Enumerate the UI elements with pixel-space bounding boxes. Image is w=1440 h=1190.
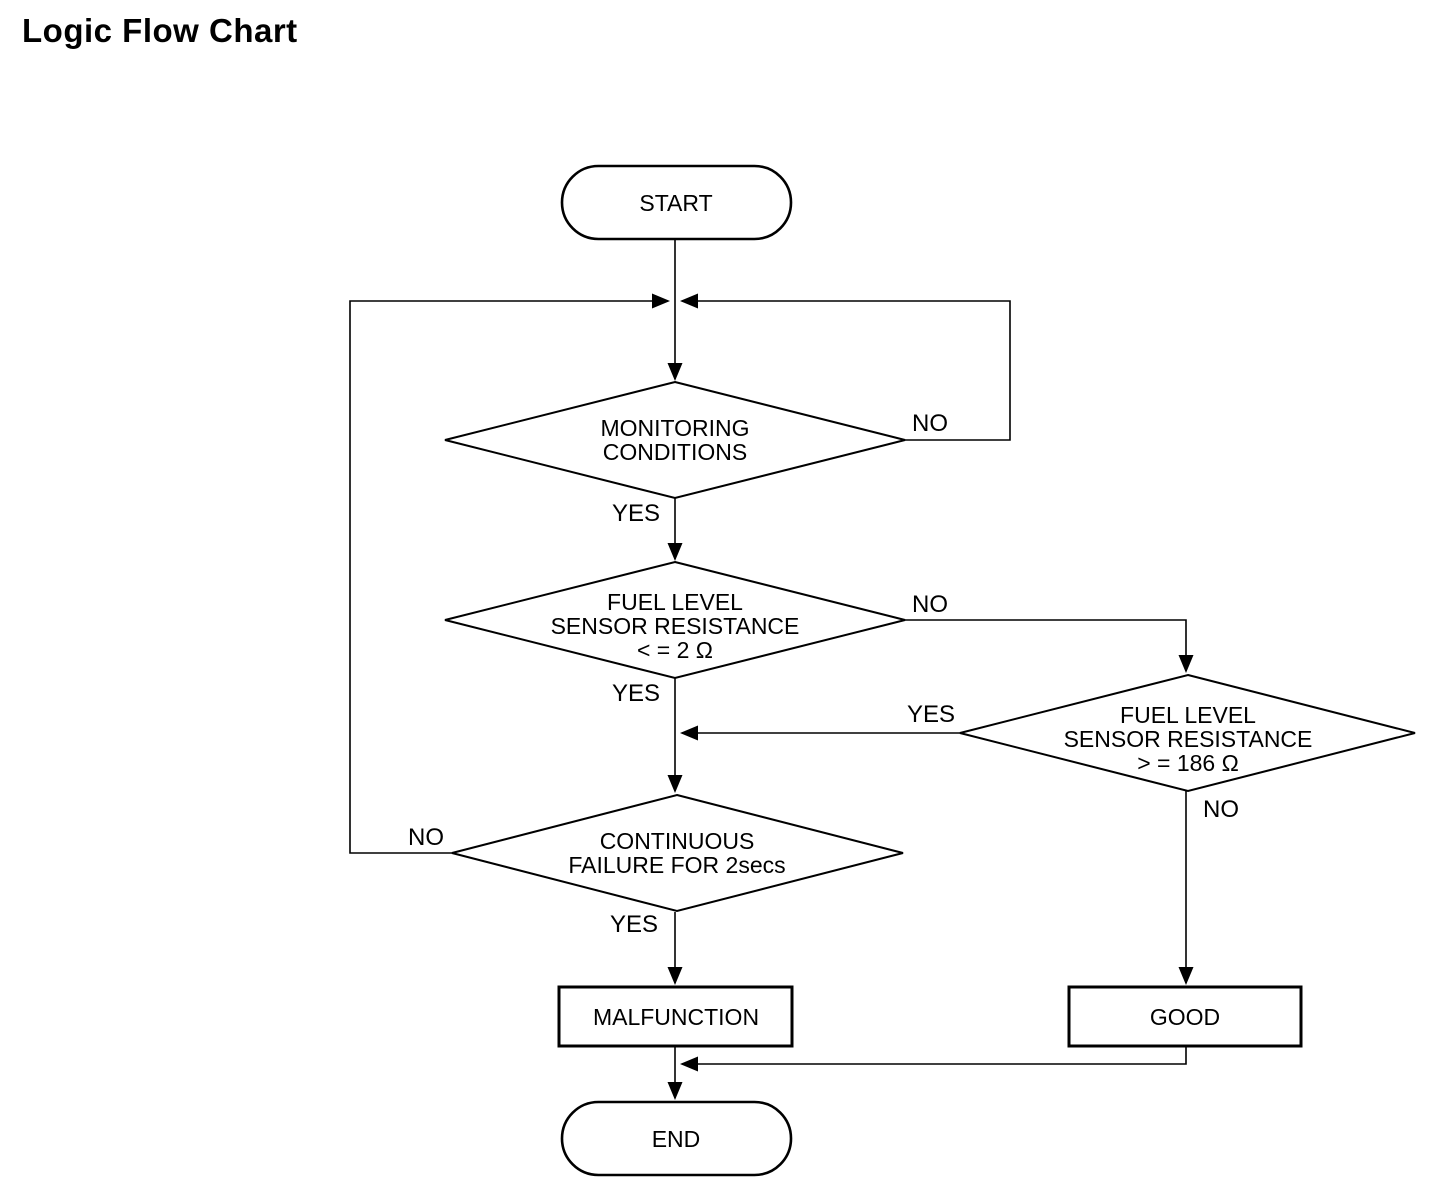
continuous-label-line2: FAILURE FOR 2secs — [568, 852, 785, 878]
label-continuous-yes: YES — [610, 911, 658, 938]
label-fuel-high-yes: YES — [907, 701, 955, 728]
end-node — [560, 1100, 793, 1177]
continuous-failure-decision — [451, 793, 904, 913]
good-box — [1067, 985, 1303, 1048]
good-label: GOOD — [1150, 1004, 1220, 1030]
label-fuel-high-no: NO — [1203, 796, 1239, 823]
fuel-low-label-line2: SENSOR RESISTANCE — [551, 613, 800, 639]
fuel-level-high-decision — [959, 673, 1416, 793]
label-fuel-low-yes: YES — [612, 680, 660, 707]
label-continuous-no: NO — [408, 824, 444, 851]
page-title: Logic Flow Chart — [22, 12, 298, 49]
fuel-high-label-line3: > = 186 Ω — [1137, 750, 1239, 776]
malfunction-box — [557, 985, 794, 1048]
start-label: START — [639, 190, 712, 216]
malfunction-label: MALFUNCTION — [593, 1004, 759, 1030]
fuel-level-low-decision — [444, 560, 906, 680]
label-monitoring-no: NO — [912, 410, 948, 437]
monitoring-conditions-decision — [444, 380, 906, 500]
fuel-high-label-line1: FUEL LEVEL — [1120, 702, 1256, 728]
continuous-label-line1: CONTINUOUS — [600, 828, 755, 854]
fuel-low-label-line1: FUEL LEVEL — [607, 589, 743, 615]
fuel-low-label-line3: < = 2 Ω — [637, 637, 713, 663]
edge-good-to-end — [680, 1046, 1187, 1072]
monitoring-label-line2: CONDITIONS — [603, 439, 747, 465]
end-label: END — [652, 1126, 701, 1152]
edge-continuous-no-loop — [349, 293, 670, 854]
edge-fuel-low-no — [905, 619, 1194, 673]
start-node — [560, 164, 793, 241]
edge-monitoring-no-loop — [680, 293, 1011, 441]
label-monitoring-yes: YES — [612, 500, 660, 527]
fuel-high-label-line2: SENSOR RESISTANCE — [1064, 726, 1313, 752]
monitoring-label-line1: MONITORING — [600, 415, 749, 441]
label-fuel-low-no: NO — [912, 591, 948, 618]
